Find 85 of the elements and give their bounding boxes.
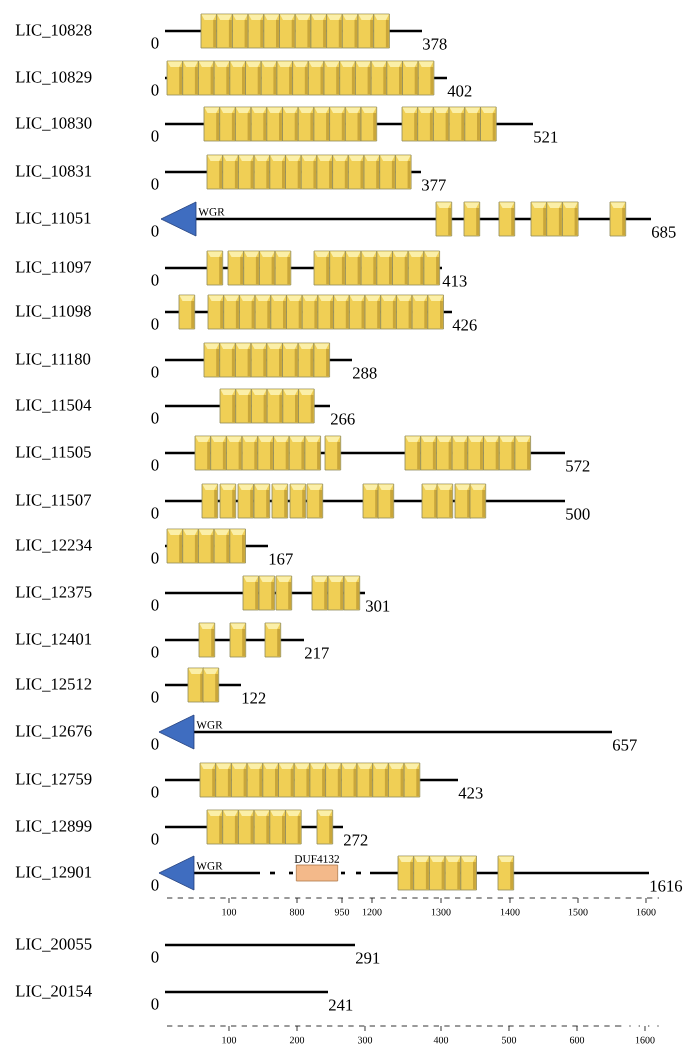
protein-length: 377 xyxy=(422,179,446,191)
node-label: DUF4132 xyxy=(294,855,340,863)
node-label: WGR xyxy=(196,721,223,729)
start-position: 0 xyxy=(151,879,159,891)
protein-name: LIC_10831 xyxy=(15,165,92,179)
start-position: 0 xyxy=(151,84,159,96)
tick-label: 300 xyxy=(358,1036,373,1044)
tick-label: 950 xyxy=(334,908,350,916)
protein-name: LIC_20154 xyxy=(15,985,92,999)
protein-length: 167 xyxy=(269,553,293,565)
protein-name: LIC_11098 xyxy=(15,305,91,319)
protein-length: 301 xyxy=(366,600,390,612)
protein-name: LIC_11180 xyxy=(15,353,91,367)
tick-label: 800 xyxy=(289,908,305,916)
protein-length: 521 xyxy=(534,131,558,143)
protein-name: LIC_11507 xyxy=(15,494,92,508)
protein-length: 378 xyxy=(423,38,447,50)
start-position: 0 xyxy=(151,318,159,330)
protein-length: 413 xyxy=(442,275,467,287)
protein-length: 423 xyxy=(458,787,483,799)
tick-label: 100 xyxy=(222,908,237,916)
start-position: 0 xyxy=(151,552,159,564)
protein-name: LIC_11051 xyxy=(15,212,91,226)
tick-label: 100 xyxy=(222,1036,237,1044)
protein-length: 266 xyxy=(331,413,355,425)
tick-label: 500 xyxy=(502,1036,517,1044)
protein-name: LIC_10828 xyxy=(15,24,92,38)
protein-length: 288 xyxy=(353,367,377,379)
domain-triangle: WGR xyxy=(160,201,225,237)
protein-name: LIC_11504 xyxy=(15,399,92,413)
start-position: 0 xyxy=(151,130,159,142)
protein-length: 657 xyxy=(613,739,637,751)
protein-length: 1616 xyxy=(650,880,683,892)
start-position: 0 xyxy=(151,833,159,845)
protein-name: LIC_12375 xyxy=(15,586,92,600)
protein-name: LIC_12676 xyxy=(15,725,92,739)
start-position: 0 xyxy=(151,178,159,190)
start-position: 0 xyxy=(151,599,159,611)
protein-name: LIC_12899 xyxy=(15,820,92,834)
start-position: 0 xyxy=(151,37,159,49)
protein-name: LIC_10830 xyxy=(15,117,92,131)
protein-length: 572 xyxy=(566,460,590,472)
tick-label: 1400 xyxy=(500,908,520,916)
protein-name: LIC_12759 xyxy=(15,773,92,787)
tick-label: 1200 xyxy=(362,908,382,916)
start-position: 0 xyxy=(151,366,159,378)
start-position: 0 xyxy=(151,738,159,750)
protein-length: 217 xyxy=(305,647,329,659)
node-label: WGR xyxy=(196,862,223,870)
protein-length: 291 xyxy=(356,952,380,964)
protein-length: 426 xyxy=(452,319,477,331)
domain-box: DUF4132 xyxy=(294,855,340,882)
start-position: 0 xyxy=(151,786,159,798)
start-position: 0 xyxy=(151,691,159,703)
protein-name: LIC_12512 xyxy=(15,678,92,692)
protein-name: LIC_20055 xyxy=(15,938,92,952)
protein-name: LIC_12401 xyxy=(15,633,92,647)
protein-length: 500 xyxy=(566,508,590,520)
start-position: 0 xyxy=(151,507,159,519)
protein-name: LIC_10829 xyxy=(15,71,92,85)
tick-label: 1600 xyxy=(636,908,656,916)
start-position: 0 xyxy=(151,998,159,1010)
tick-label: 200 xyxy=(289,1036,305,1044)
protein-length: 402 xyxy=(447,85,472,97)
protein-name: LIC_11505 xyxy=(15,446,91,460)
start-position: 0 xyxy=(151,274,159,286)
start-position: 0 xyxy=(151,951,159,963)
domain-triangle: WGR xyxy=(158,714,223,750)
start-position: 0 xyxy=(151,412,159,424)
protein-length: 241 xyxy=(329,999,353,1011)
protein-name: LIC_12901 xyxy=(15,866,92,880)
tick-label: 400 xyxy=(433,1036,449,1044)
node-label: WGR xyxy=(198,208,225,216)
protein-length: 122 xyxy=(242,692,266,704)
start-position: 0 xyxy=(151,459,159,471)
tick-label: 1600 xyxy=(635,1036,655,1044)
protein-name: LIC_11097 xyxy=(15,261,92,275)
tick-label: 1300 xyxy=(431,908,451,916)
protein-length: 272 xyxy=(344,834,368,846)
domain-triangle: WGR xyxy=(158,855,223,891)
start-position: 0 xyxy=(151,646,159,658)
protein-name: LIC_12234 xyxy=(15,539,92,553)
tick-label: 1500 xyxy=(568,908,588,916)
tick-label: 600 xyxy=(569,1036,585,1044)
protein-length: 685 xyxy=(652,226,676,238)
